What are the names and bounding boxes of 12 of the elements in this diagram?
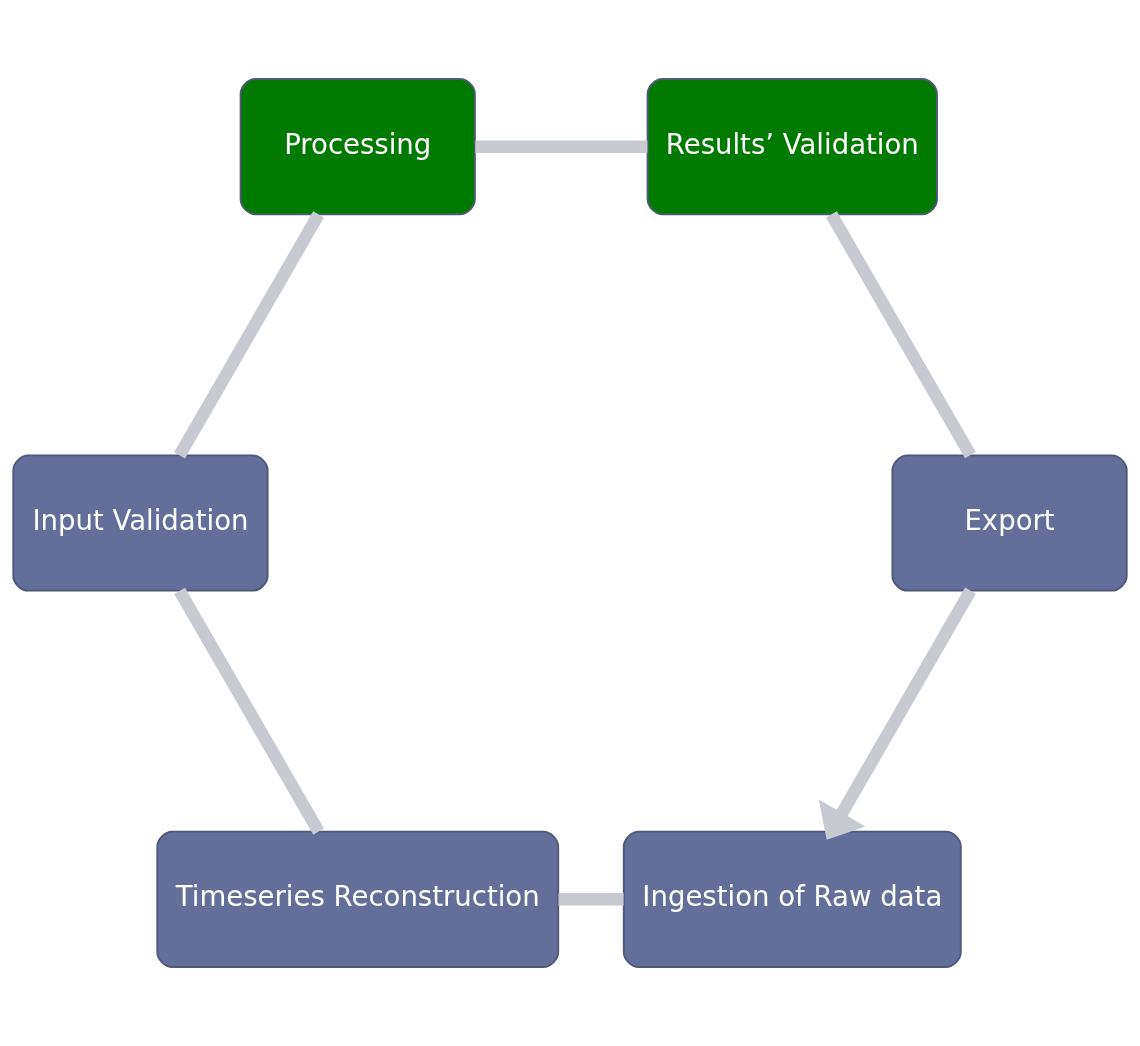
node-box: Results’ Validation bbox=[646, 78, 938, 216]
node-box: Export bbox=[891, 454, 1128, 592]
connector bbox=[825, 211, 976, 459]
node-box: Input Validation bbox=[12, 454, 269, 592]
connector bbox=[475, 140, 648, 153]
arrow bbox=[818, 587, 976, 840]
node-box: Processing bbox=[239, 78, 476, 216]
connector bbox=[174, 211, 325, 459]
node-box: Ingestion of Raw data bbox=[622, 830, 962, 968]
node-box: Timeseries Reconstruction bbox=[156, 830, 560, 968]
connector bbox=[558, 893, 624, 906]
connector bbox=[174, 587, 325, 835]
